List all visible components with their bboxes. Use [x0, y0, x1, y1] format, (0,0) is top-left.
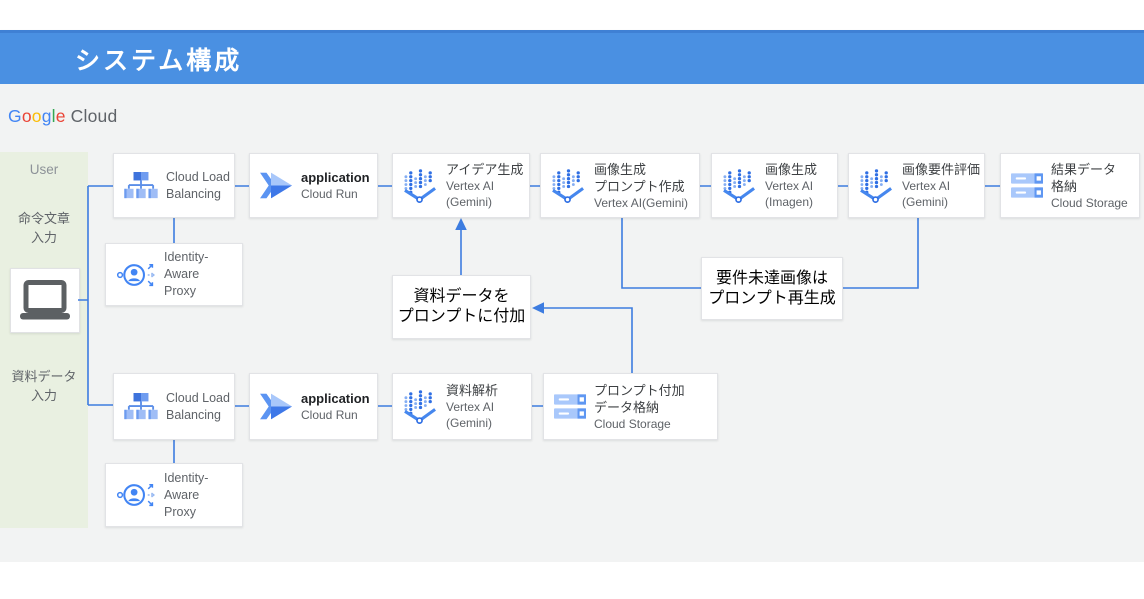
node-cloud-run-1: application Cloud Run: [249, 153, 378, 218]
node-product: Vertex AI: [765, 179, 814, 193]
node-text: Identity-Aware Proxy: [164, 249, 242, 300]
node-title: アイデア生成: [446, 162, 524, 177]
node-title: Balancing: [166, 407, 221, 422]
node-product: Vertex AI(Gemini): [594, 195, 689, 210]
node-identity-aware-proxy-2: Identity-Aware Proxy: [105, 463, 243, 527]
node-title: Proxy: [164, 504, 196, 519]
node-title: プロンプト付加: [594, 382, 685, 398]
node-product: (Imagen): [765, 195, 814, 209]
node-title: データ格納: [594, 399, 660, 415]
node-product: (Gemini): [902, 195, 949, 209]
node-title: 画像要件評価: [902, 162, 981, 177]
note-append-data-to-prompt: 資料データを プロンプトに付加: [392, 275, 531, 339]
node-title: application: [301, 391, 370, 406]
node-text: application Cloud Run: [301, 169, 370, 202]
node-title: Proxy: [164, 284, 196, 298]
user-zone: [0, 152, 88, 528]
node-text: application Cloud Run: [301, 390, 370, 423]
note-line: 要件未達画像は: [715, 269, 828, 287]
note-regenerate-prompt: 要件未達画像は プロンプト再生成: [701, 257, 843, 320]
node-image-requirement-evaluation: 画像要件評価 Vertex AI (Gemini): [848, 153, 985, 218]
node-product: Vertex AI: [446, 400, 495, 414]
cloud-run-icon: [260, 393, 293, 420]
cloud-storage-icon: [554, 394, 586, 419]
note-line: プロンプト再生成: [708, 289, 836, 307]
load-balancer-icon: [124, 393, 158, 421]
node-product: Cloud Run: [301, 408, 358, 422]
command-input-label: 命令文章 入力: [0, 209, 92, 247]
node-product: Vertex AI: [446, 179, 495, 193]
node-text: Cloud Load Balancing: [166, 390, 230, 424]
page-title: システム構成: [75, 46, 243, 75]
load-balancer-icon: [124, 172, 158, 200]
logo-cloud-text: Cloud: [70, 106, 118, 126]
node-title: application: [301, 170, 370, 185]
node-cloud-load-balancing-2: Cloud Load Balancing: [113, 373, 235, 440]
vertex-ai-icon: [722, 168, 757, 203]
node-text: プロンプト付加 データ格納 Cloud Storage: [594, 382, 685, 432]
logo-letter: g: [41, 106, 52, 126]
node-product: Cloud Run: [301, 187, 358, 201]
node-text: 画像要件評価 Vertex AI (Gemini): [902, 161, 980, 210]
node-identity-aware-proxy-1: Identity-Aware Proxy: [105, 243, 243, 306]
node-title: Cloud Load: [166, 390, 230, 405]
node-title: 画像生成: [765, 162, 818, 177]
logo-letter: l: [51, 106, 56, 126]
iap-icon: [116, 480, 156, 510]
logo-letter: e: [55, 106, 66, 126]
document-input-label: 資料データ 入力: [0, 367, 92, 405]
title-banner: システム構成: [0, 30, 1144, 84]
node-text: アイデア生成 Vertex AI (Gemini): [446, 161, 523, 210]
node-product: Vertex AI: [902, 179, 951, 193]
node-product: (Gemini): [446, 416, 493, 430]
node-title: 画像生成: [594, 161, 647, 177]
node-title: 結果データ: [1051, 161, 1117, 177]
label-line: 命令文章: [17, 211, 70, 226]
node-idea-generation: アイデア生成 Vertex AI (Gemini): [392, 153, 530, 218]
cloud-storage-icon: [1011, 173, 1043, 198]
label-line: 入力: [30, 388, 57, 403]
label-line: 入力: [30, 230, 57, 245]
logo-letter: o: [31, 106, 42, 126]
cloud-run-icon: [260, 172, 293, 199]
node-text: Cloud Load Balancing: [166, 169, 230, 203]
node-title: Identity-Aware: [164, 250, 209, 281]
node-text: 結果データ 格納 Cloud Storage: [1051, 161, 1128, 211]
node-title: Cloud Load: [166, 169, 230, 184]
node-document-analysis: 資料解析 Vertex AI (Gemini): [392, 373, 532, 440]
node-title: プロンプト作成: [594, 178, 685, 194]
node-cloud-run-2: application Cloud Run: [249, 373, 378, 440]
node-text: Identity-Aware Proxy: [164, 470, 242, 521]
user-device: [10, 268, 80, 333]
logo-letter: G: [8, 106, 22, 126]
node-text: 画像生成 プロンプト作成 Vertex AI(Gemini): [594, 161, 688, 211]
logo-letter: o: [21, 106, 32, 126]
node-title: 格納: [1051, 178, 1078, 194]
vertex-ai-icon: [403, 168, 438, 203]
iap-icon: [116, 260, 156, 290]
node-result-data-storage: 結果データ 格納 Cloud Storage: [1000, 153, 1140, 218]
node-image-generation: 画像生成 Vertex AI (Imagen): [711, 153, 838, 218]
node-text: 画像生成 Vertex AI (Imagen): [765, 161, 817, 210]
label-line: 資料データ: [11, 369, 77, 384]
node-text: 資料解析 Vertex AI (Gemini): [446, 382, 498, 431]
node-product: Cloud Storage: [1051, 195, 1128, 210]
laptop-icon: [19, 280, 71, 322]
node-title: Identity-Aware: [164, 470, 209, 502]
node-prompt-data-storage: プロンプト付加 データ格納 Cloud Storage: [543, 373, 718, 440]
note-line: 資料データを: [413, 288, 510, 305]
vertex-ai-icon: [551, 168, 586, 203]
note-line: プロンプトに付加: [397, 308, 526, 325]
node-product: Cloud Storage: [594, 416, 671, 431]
node-image-prompt-creation: 画像生成 プロンプト作成 Vertex AI(Gemini): [540, 153, 700, 218]
node-title: 資料解析: [446, 383, 499, 398]
node-title: Balancing: [166, 186, 221, 201]
node-product: (Gemini): [446, 195, 493, 209]
vertex-ai-icon: [403, 389, 438, 424]
node-cloud-load-balancing-1: Cloud Load Balancing: [113, 153, 235, 218]
user-zone-title: User: [29, 162, 59, 177]
vertex-ai-icon: [859, 168, 894, 203]
